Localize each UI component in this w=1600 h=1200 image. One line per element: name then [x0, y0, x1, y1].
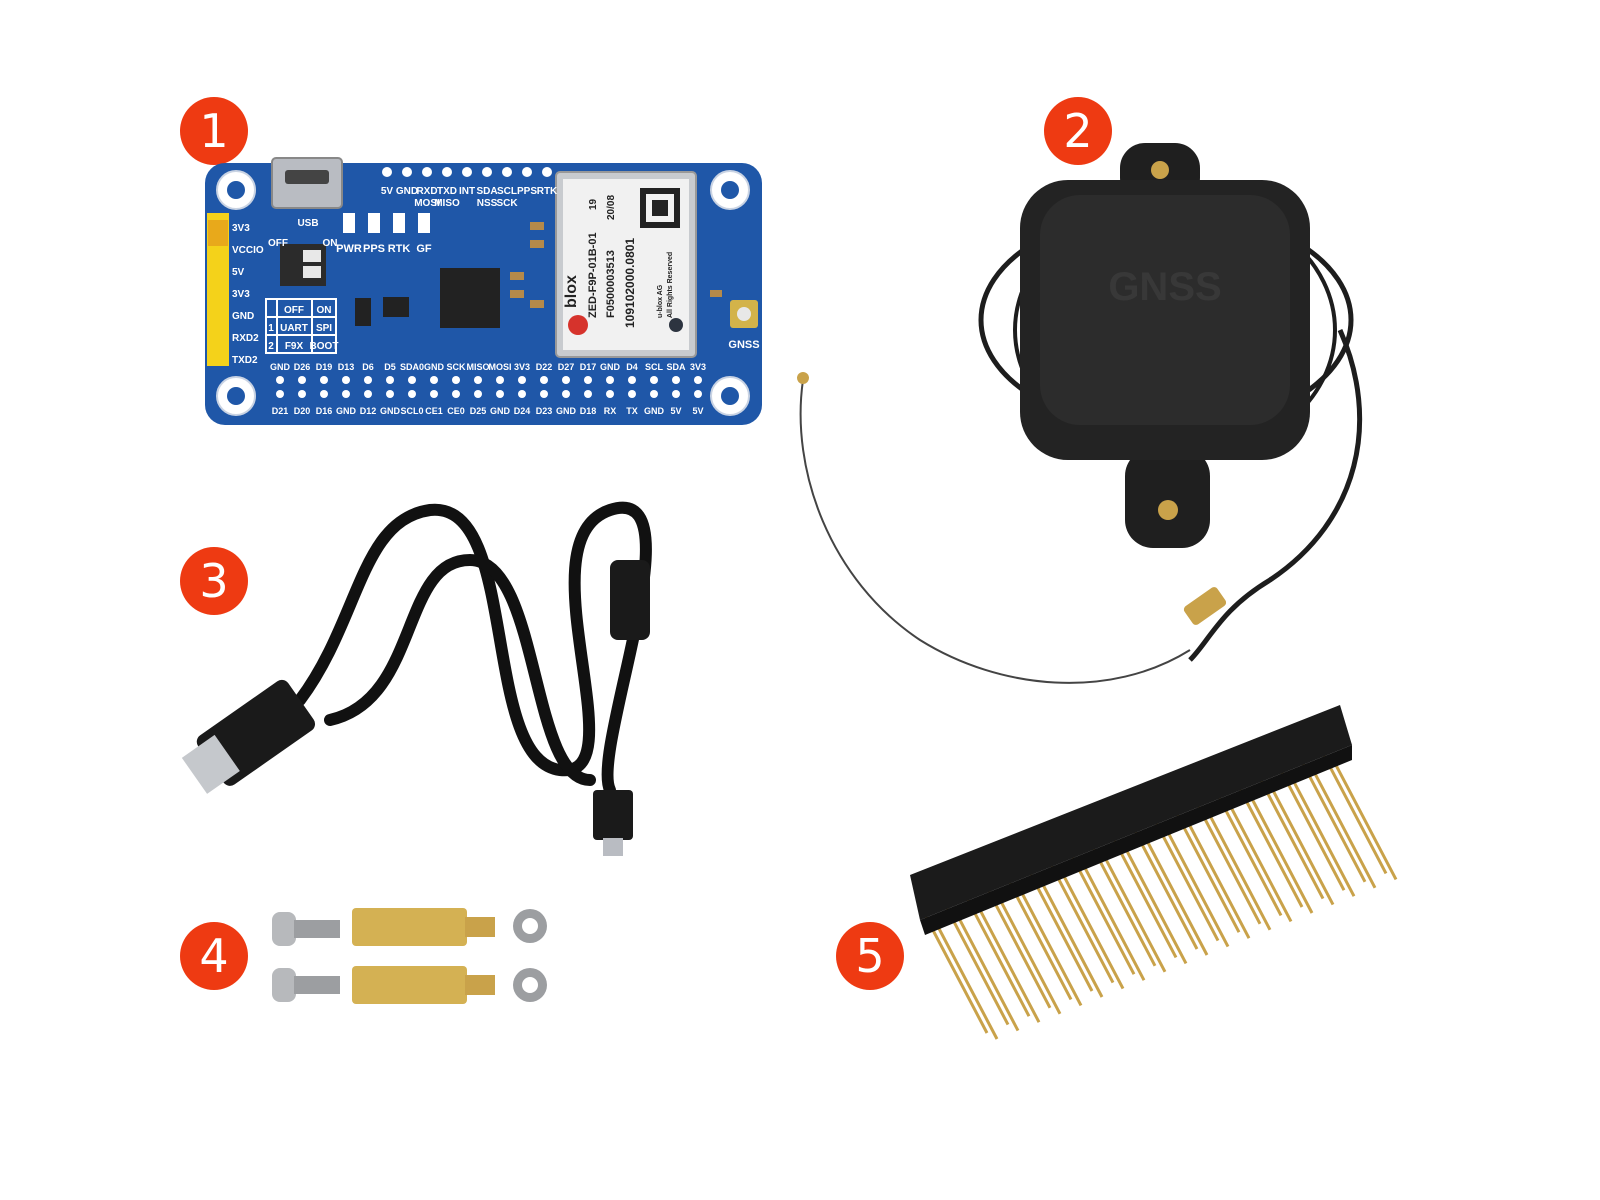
- module-model: ZED-F9P-01B-01: [587, 232, 599, 318]
- switch-off-label: OFF: [268, 238, 288, 249]
- side-pin-label: 5V: [232, 267, 245, 278]
- bottom-pin-label: D5: [384, 362, 396, 372]
- module-week: 20/08: [606, 195, 617, 220]
- top-pin-label: RTK: [537, 186, 558, 197]
- bottom-pin-label: GND: [644, 406, 665, 416]
- top-pin-label: 5V: [381, 186, 394, 197]
- bottom-pin-label: D17: [580, 362, 597, 372]
- badge-4: 4: [180, 922, 248, 990]
- bottom-pin-label: D13: [338, 362, 355, 372]
- bottom-pin-label: D21: [272, 406, 289, 416]
- bottom-pin-label: TX: [626, 406, 638, 416]
- module-year: 19: [588, 198, 599, 210]
- side-pin-label: RXD2: [232, 333, 259, 344]
- side-pin-label: 3V3: [232, 223, 250, 234]
- bottom-pin-label: GND: [336, 406, 357, 416]
- bottom-pin-label: SCK: [446, 362, 466, 372]
- bottom-pin-label: GND: [380, 406, 401, 416]
- bottom-pin-label: SCL: [645, 362, 664, 372]
- usb-cable: [294, 501, 652, 796]
- pin-header: [910, 705, 1398, 1040]
- table-cell: UART: [280, 323, 308, 334]
- bottom-pin-label: RX: [604, 406, 617, 416]
- table-cell: F9X: [285, 341, 304, 352]
- bottom-pin-label: 3V3: [514, 362, 530, 372]
- module-serial: F0500003513: [605, 250, 617, 318]
- led-label: PWR: [336, 243, 362, 255]
- bottom-pin-label: D20: [294, 406, 311, 416]
- table-cell: OFF: [284, 305, 304, 316]
- usb-label: USB: [297, 218, 318, 229]
- led-label: RTK: [388, 243, 411, 255]
- top-pin-label: TXD: [437, 186, 457, 197]
- bottom-pin-label: MISO: [466, 362, 489, 372]
- switch-on-label: ON: [323, 238, 338, 249]
- top-pin-label: GND: [396, 186, 418, 197]
- bottom-pin-label: CE1: [425, 406, 443, 416]
- gnss-antenna: GNSS: [797, 143, 1363, 684]
- module-rights: All Rights Reserved: [667, 252, 674, 318]
- table-cell: BOOT: [310, 341, 339, 352]
- bottom-pin-label: D22: [536, 362, 553, 372]
- bottom-pin-label: D19: [316, 362, 333, 372]
- bottom-pin-label: D24: [514, 406, 531, 416]
- table-cell: ON: [317, 305, 332, 316]
- bottom-pin-label: GND: [270, 362, 291, 372]
- top-pin-label: SDA: [476, 186, 497, 197]
- bottom-pin-label: SDA: [666, 362, 686, 372]
- top-pin-label: SCL: [497, 186, 517, 197]
- bottom-pin-label: 3V3: [690, 362, 706, 372]
- module-brand: blox: [563, 275, 580, 308]
- badge-2: 2: [1044, 97, 1112, 165]
- led-label: GF: [416, 243, 432, 255]
- top-pin-label: INT: [459, 186, 475, 197]
- badge-1: 1: [180, 97, 248, 165]
- bottom-pin-label: GND: [490, 406, 511, 416]
- bottom-pin-label: D25: [470, 406, 487, 416]
- bottom-pin-label: 5V: [670, 406, 681, 416]
- bottom-pin-label: SDA0: [400, 362, 424, 372]
- bottom-pin-label: MOSI: [488, 362, 511, 372]
- top-pin-label-secondary: MOSI: [414, 198, 440, 209]
- bottom-pin-label: D4: [626, 362, 638, 372]
- table-cell: 2: [268, 341, 274, 352]
- top-pin-label: RXD: [416, 186, 437, 197]
- top-pin-label: PPS: [517, 186, 537, 197]
- bottom-pin-label: D6: [362, 362, 374, 372]
- side-pin-label: VCCIO: [232, 245, 264, 256]
- bottom-pin-label: 5V: [692, 406, 703, 416]
- top-pin-label-secondary: SCK: [496, 198, 518, 209]
- bottom-pin-label: D12: [360, 406, 377, 416]
- module-copyright: u-blox AG: [657, 284, 664, 318]
- bottom-pin-label: D23: [536, 406, 553, 416]
- screw-set: [272, 908, 547, 1004]
- top-pin-label-secondary: NSS: [477, 198, 498, 209]
- side-pin-label: TXD2: [232, 355, 258, 366]
- bottom-pin-label: GND: [600, 362, 621, 372]
- badge-5: 5: [836, 922, 904, 990]
- side-pin-label: 3V3: [232, 289, 250, 300]
- bottom-pin-label: D18: [580, 406, 597, 416]
- bottom-pin-label: SCL0: [400, 406, 423, 416]
- bottom-pin-label: CE0: [447, 406, 465, 416]
- table-cell: SPI: [316, 323, 332, 334]
- bottom-pin-label: GND: [556, 406, 577, 416]
- gnss-port-label: GNSS: [728, 339, 759, 351]
- side-pin-label: GND: [232, 311, 254, 322]
- antenna-label: GNSS: [1108, 265, 1221, 309]
- module-code: 109102000.0801: [623, 238, 637, 328]
- table-cell: 1: [268, 323, 274, 334]
- bottom-pin-label: D26: [294, 362, 311, 372]
- top-pin-label-secondary: MISO: [434, 198, 460, 209]
- bottom-pin-label: GND: [424, 362, 445, 372]
- bottom-pin-label: D27: [558, 362, 575, 372]
- badge-3: 3: [180, 547, 248, 615]
- led-label: PPS: [363, 243, 385, 255]
- bottom-pin-label: D16: [316, 406, 333, 416]
